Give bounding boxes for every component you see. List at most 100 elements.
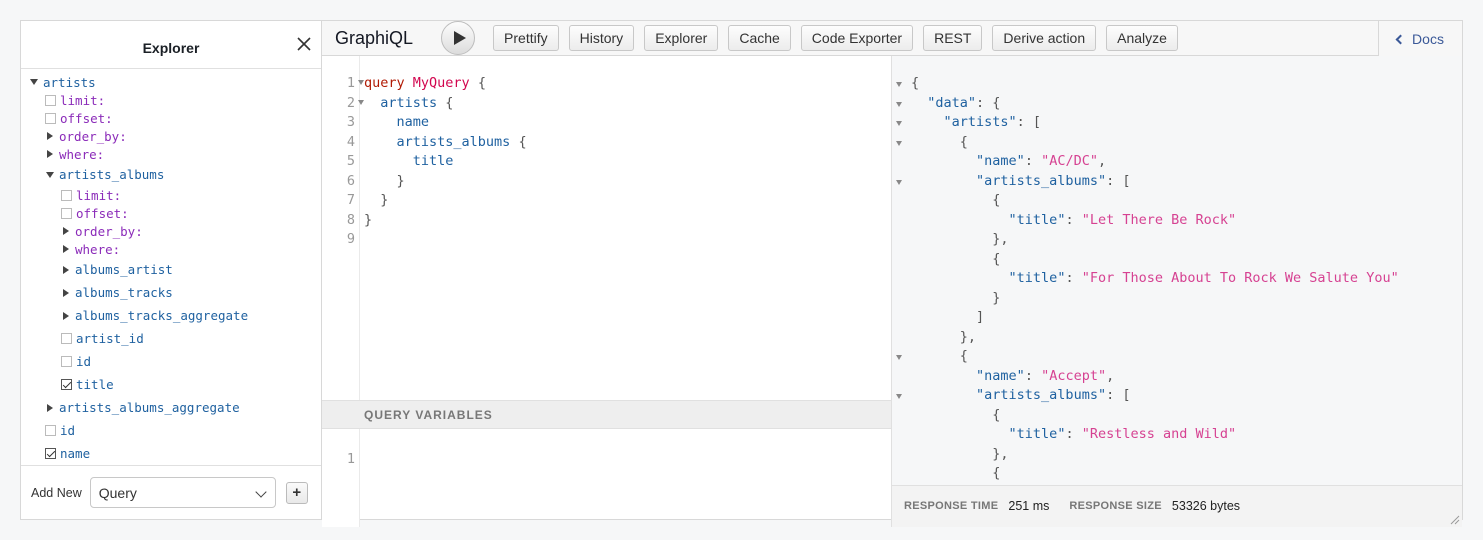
json-token: { [911, 406, 1001, 423]
resize-handle-icon[interactable] [1448, 513, 1460, 525]
checkbox[interactable] [61, 356, 72, 367]
checkbox[interactable] [45, 94, 56, 106]
code-token [364, 153, 413, 169]
code-token: MyQuery [412, 75, 470, 91]
json-line: "title": "Let There Be Rock" [911, 212, 1399, 232]
docs-button[interactable]: Docs [1378, 21, 1462, 57]
variables-code[interactable] [360, 429, 364, 527]
explorer-tree-row[interactable]: artists_albums_aggregate [21, 396, 321, 419]
explorer-tree-row[interactable]: name [21, 442, 321, 465]
query-variables-header[interactable]: QUERY VARIABLES [322, 400, 891, 429]
caret-down-icon[interactable] [29, 77, 39, 87]
fold-icon[interactable] [896, 355, 902, 360]
caret-right-icon[interactable] [61, 288, 71, 298]
code-line: } [364, 173, 527, 193]
json-token: : [1065, 270, 1082, 286]
result-viewer[interactable]: { "data": { "artists": [ { "name": "AC/D… [892, 56, 1462, 485]
checkbox[interactable] [61, 189, 72, 201]
caret-right-icon[interactable] [45, 149, 55, 159]
json-token: { [911, 192, 1001, 208]
explorer-tree-row[interactable]: order_by: [21, 127, 321, 145]
line-number: 5 [322, 153, 359, 173]
json-token [911, 212, 1009, 228]
rest-button[interactable]: REST [923, 25, 983, 51]
explorer-tree-row[interactable]: artists [21, 73, 321, 91]
fold-icon[interactable] [896, 121, 902, 126]
fold-icon[interactable] [896, 82, 902, 87]
explorer-footer: Add New Query + [21, 465, 321, 519]
caret-down-icon[interactable] [45, 170, 55, 180]
explorer-tree-row[interactable]: albums_tracks [21, 281, 321, 304]
fold-icon[interactable] [896, 101, 902, 107]
explorer-tree-row[interactable]: offset: [21, 204, 321, 222]
explorer-tree-label: offset: [76, 205, 129, 221]
explorer-tree-label: offset: [60, 110, 113, 126]
explorer-tree-row[interactable]: offset: [21, 109, 321, 127]
caret-right-icon[interactable] [61, 226, 71, 236]
checkbox-checked[interactable] [61, 379, 72, 390]
explorer-tree-row[interactable]: albums_artist [21, 258, 321, 281]
explorer-tree-row[interactable]: where: [21, 145, 321, 163]
fold-icon[interactable] [358, 80, 364, 85]
line-number-text: 3 [346, 114, 355, 130]
variables-editor[interactable]: 1 [322, 429, 891, 527]
explorer-tree-row[interactable]: where: [21, 240, 321, 258]
fold-icon[interactable] [896, 394, 902, 399]
fold-icon[interactable] [358, 99, 364, 105]
checkbox[interactable] [61, 207, 72, 219]
explorer-tree-row[interactable]: artist_id [21, 327, 321, 350]
checkbox[interactable] [45, 112, 56, 124]
history-button[interactable]: History [568, 25, 635, 51]
close-icon[interactable] [295, 35, 313, 53]
fold-icon[interactable] [896, 140, 902, 146]
result-fold-gutter [892, 56, 906, 485]
json-token: { [911, 348, 968, 364]
query-code[interactable]: query MyQuery { artists { name artists_a… [360, 56, 527, 400]
checkbox-checked[interactable] [45, 448, 56, 459]
explorer-tree-label: id [76, 354, 92, 369]
code-token [364, 134, 397, 150]
json-token: } [911, 289, 1001, 306]
explorer-tree-row[interactable]: limit: [21, 186, 321, 204]
code-exporter-button[interactable]: Code Exporter [800, 25, 914, 51]
analyze-button[interactable]: Analyze [1106, 25, 1178, 51]
derive-action-button[interactable]: Derive action [992, 25, 1097, 51]
json-token: "title" [1008, 211, 1066, 228]
line-number-text: 6 [346, 172, 355, 189]
caret-right-icon[interactable] [61, 265, 71, 275]
fold-icon[interactable] [896, 179, 902, 185]
line-number-text: 7 [346, 192, 355, 208]
prettify-button[interactable]: Prettify [493, 25, 559, 51]
explorer-tree-row[interactable]: id [21, 419, 321, 442]
operation-type-select[interactable]: Query [89, 477, 276, 508]
checkbox[interactable] [45, 425, 56, 436]
explorer-tree-row[interactable]: id [21, 350, 321, 373]
json-token [911, 173, 976, 189]
json-token [911, 368, 976, 384]
checkbox[interactable] [61, 333, 72, 344]
code-line: artists_albums { [364, 134, 527, 154]
code-line: query MyQuery { [364, 75, 527, 95]
caret-right-icon[interactable] [45, 403, 55, 413]
explorer-tree-row[interactable]: artists_albums [21, 163, 321, 186]
execute-query-button[interactable] [441, 21, 476, 55]
explorer-tree-row[interactable]: order_by: [21, 222, 321, 240]
explorer-tree-row[interactable]: limit: [21, 91, 321, 109]
explorer-tree-row[interactable]: title [21, 373, 321, 396]
caret-right-icon[interactable] [61, 311, 71, 321]
json-token: "name" [976, 153, 1025, 169]
explorer-tree-row[interactable]: albums_tracks_aggregate [21, 304, 321, 327]
caret-right-icon[interactable] [45, 131, 55, 141]
explorer-button[interactable]: Explorer [644, 25, 719, 51]
json-token: }, [911, 231, 1009, 247]
add-operation-button[interactable]: + [285, 481, 308, 504]
json-line: "title": "Restless and Wild" [911, 426, 1399, 446]
cache-button[interactable]: Cache [728, 25, 791, 51]
line-number: 9 [322, 231, 359, 251]
json-line: }, [911, 329, 1399, 349]
caret-right-icon[interactable] [61, 244, 71, 254]
json-line: "name": "Accept", [911, 368, 1399, 388]
json-token: "title" [1008, 426, 1066, 442]
